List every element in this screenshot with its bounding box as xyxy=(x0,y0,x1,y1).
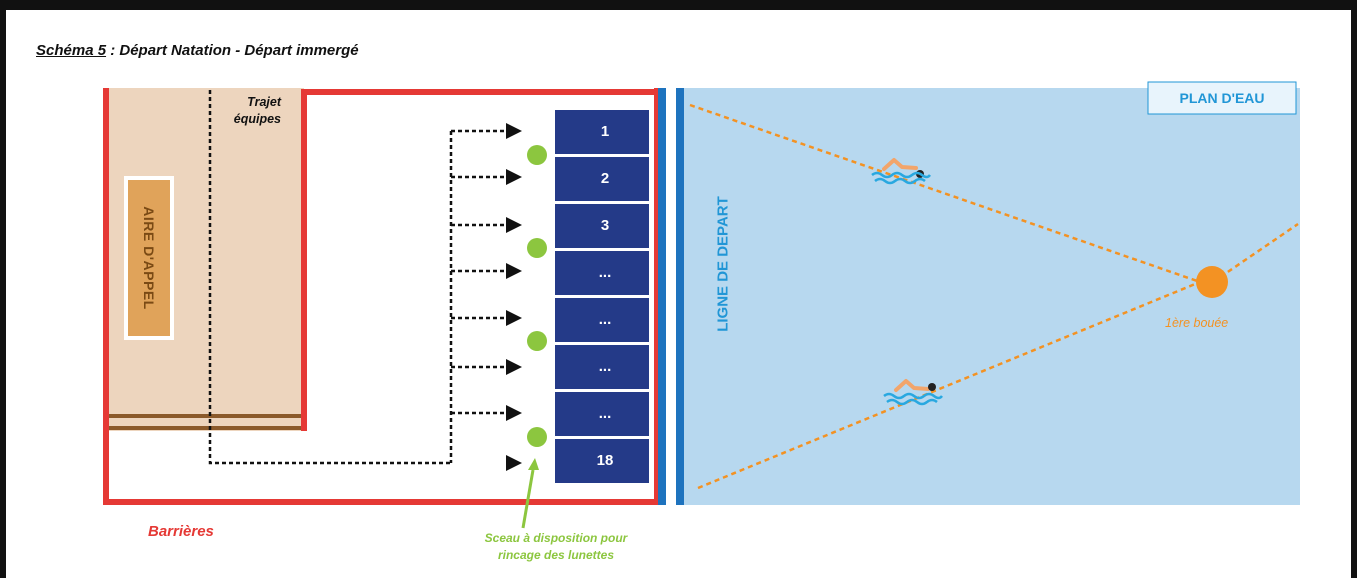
arrow-lane-6 xyxy=(451,359,522,375)
barrier-inner xyxy=(301,89,657,431)
lane-label: 1 xyxy=(600,123,610,140)
lane-box xyxy=(555,439,649,483)
lane-label: 3 xyxy=(600,217,610,234)
barriers-label: Barrières xyxy=(148,523,214,540)
bucket-3 xyxy=(527,331,547,351)
arrow-lane-4 xyxy=(451,263,522,279)
lane-box xyxy=(555,392,649,436)
barrier-outer xyxy=(103,88,660,505)
call-area-box xyxy=(128,180,170,336)
title-prefix: Schéma 5 xyxy=(36,42,107,59)
diagram-title: Schéma 5 : Départ Natation - Départ imme… xyxy=(36,42,359,59)
buoy-label: 1ère bouée xyxy=(1165,316,1229,330)
lane-box xyxy=(555,157,649,201)
water-label-box xyxy=(1147,81,1297,115)
bucket-4 xyxy=(527,427,547,447)
lane-box xyxy=(555,110,649,154)
arrow-lane-18 xyxy=(506,455,522,471)
buoy xyxy=(1196,266,1228,298)
bucket-1 xyxy=(527,145,547,165)
lane-label: ... xyxy=(598,311,612,328)
arrow-lane-5 xyxy=(451,310,522,326)
lane-label: 18 xyxy=(596,452,614,469)
lane-box xyxy=(555,204,649,248)
team-path-arrows xyxy=(451,123,522,471)
lane-box xyxy=(555,345,649,389)
arrow-lane-3 xyxy=(451,217,522,233)
lane-label: ... xyxy=(598,405,612,422)
start-line-label: LIGNE DE DEPART xyxy=(714,196,732,332)
arrow-lane-1 xyxy=(451,123,522,139)
team-path-main xyxy=(208,90,450,465)
arrow-lane-7 xyxy=(451,405,522,421)
water-label: PLAN D'EAU xyxy=(1179,90,1265,106)
lane-label: ... xyxy=(598,264,612,281)
call-area-label: AIRE D'APPEL xyxy=(141,206,157,310)
lane-box xyxy=(555,298,649,342)
bucket-note-label: Sceau à disposition pour rincage des lun… xyxy=(484,531,628,562)
water-area xyxy=(683,88,1300,505)
bucket-pointer-head xyxy=(528,458,539,470)
swim-path-lower xyxy=(697,280,1201,490)
team-path-label: Trajet équipes xyxy=(233,95,281,126)
swim-path-exit xyxy=(1212,222,1299,284)
lane-box xyxy=(555,251,649,295)
swimmer-icon xyxy=(883,379,943,406)
title-text: : Départ Natation - Départ immergé xyxy=(106,42,359,59)
lane-boxes xyxy=(555,110,649,483)
lane-label: ... xyxy=(598,358,612,375)
bucket-2 xyxy=(527,238,547,258)
arrow-lane-2 xyxy=(451,169,522,185)
bucket-pointer-line xyxy=(521,469,535,529)
swimmer-icon xyxy=(871,158,931,185)
lane-label: 2 xyxy=(600,170,610,187)
